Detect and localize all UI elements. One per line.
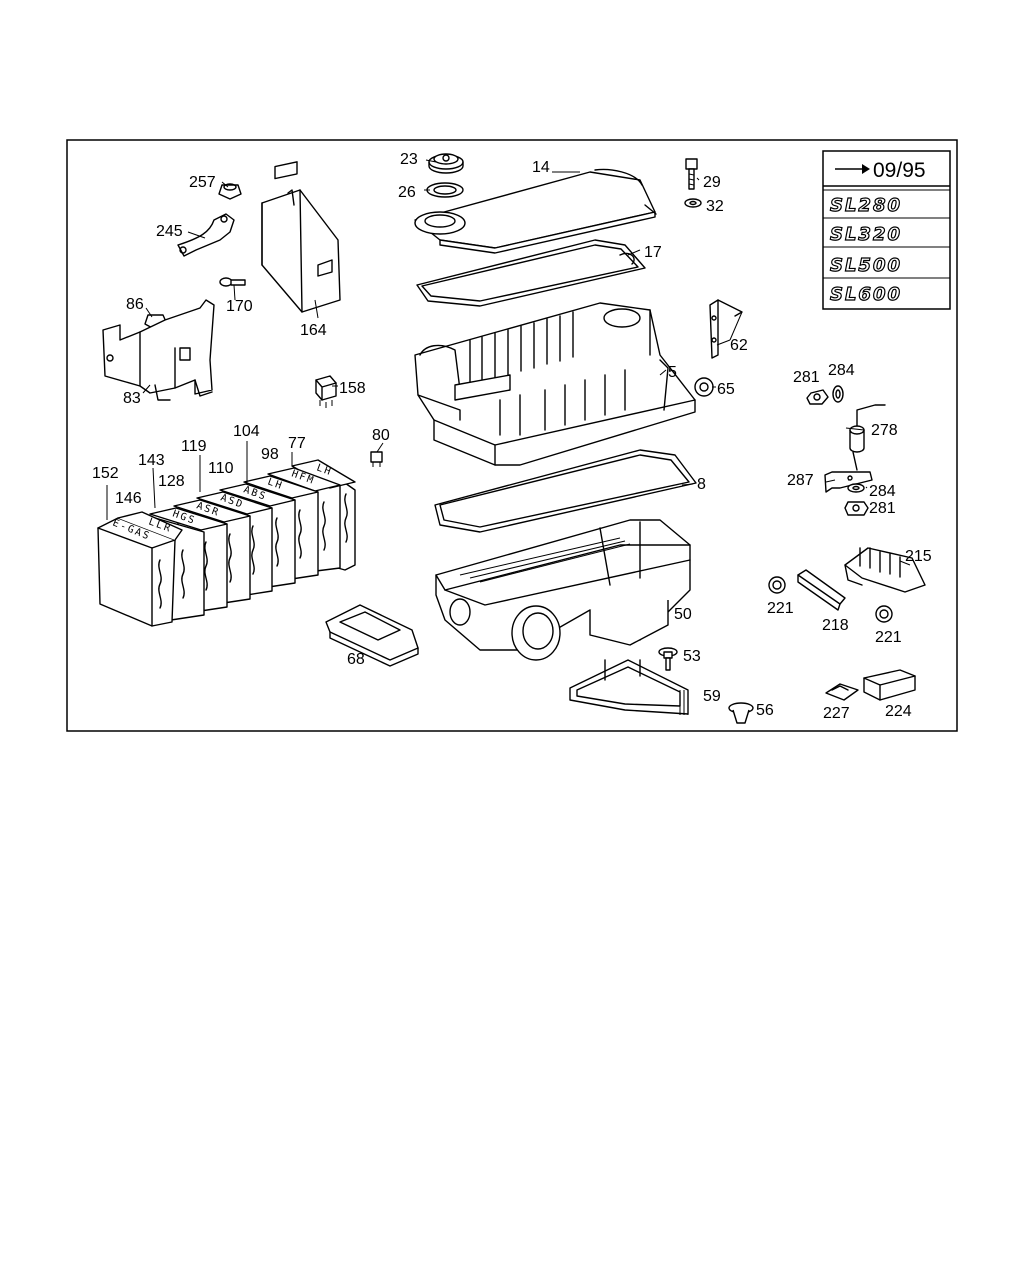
- callout-227: 227: [823, 705, 850, 722]
- module-label-lh-2: LH: [315, 462, 334, 478]
- part-8-gasket: [434, 449, 697, 533]
- part-227-clip: [825, 683, 859, 701]
- callout-23: 23: [400, 151, 418, 168]
- part-23-cap: [428, 153, 464, 174]
- callout-257: 257: [189, 174, 216, 191]
- callout-218: 218: [822, 617, 849, 634]
- part-281-nut-lower: [844, 501, 869, 516]
- callout-80: 80: [372, 427, 390, 444]
- callout-224: 224: [885, 703, 912, 720]
- part-281-nut-upper: [806, 389, 829, 405]
- callout-68: 68: [347, 651, 365, 668]
- fuse-box-upper-housing: [414, 302, 696, 466]
- callout-labels: 23 26 14 29 32 17 257 245 170 164 86 83 …: [92, 151, 932, 722]
- part-62-bracket: [709, 299, 743, 359]
- part-257-nut: [218, 183, 242, 200]
- part-14-cover: [414, 168, 657, 254]
- callout-221-right: 221: [875, 629, 902, 646]
- callout-17: 17: [644, 244, 662, 261]
- part-215-fuse-holder: [844, 547, 926, 593]
- callout-83: 83: [123, 390, 141, 407]
- part-221-nut-left: [768, 576, 786, 594]
- part-218-fuse-strip: [797, 569, 846, 611]
- legend-model-sl600: SL600: [830, 284, 902, 305]
- callout-53: 53: [683, 648, 701, 665]
- callout-215: 215: [905, 548, 932, 565]
- part-68-holder: [325, 604, 419, 667]
- callout-50: 50: [674, 606, 692, 623]
- callout-170: 170: [226, 298, 253, 315]
- part-80-plug: [370, 451, 383, 467]
- callout-104: 104: [233, 423, 260, 440]
- callout-65: 65: [717, 381, 735, 398]
- callout-29: 29: [703, 174, 721, 191]
- callout-32: 32: [706, 198, 724, 215]
- callout-143: 143: [138, 452, 165, 469]
- callout-281-lower: 281: [869, 500, 896, 517]
- legend-model-sl280: SL280: [830, 195, 902, 216]
- callout-287: 287: [787, 472, 814, 489]
- part-65-nut: [694, 377, 714, 397]
- part-278-sensor: [849, 404, 886, 471]
- part-32-washer: [684, 198, 702, 208]
- callout-128: 128: [158, 473, 185, 490]
- part-284-washer-lower: [847, 483, 865, 493]
- callout-59: 59: [703, 688, 721, 705]
- part-284-washer-upper: [832, 385, 844, 403]
- part-221-nut-right: [875, 605, 893, 623]
- part-164-control-unit: [261, 161, 341, 313]
- part-56-plug: [728, 702, 754, 724]
- callout-56: 56: [756, 702, 774, 719]
- part-50-lower-housing: [435, 519, 691, 661]
- callout-284-lower: 284: [869, 483, 896, 500]
- leader-lines: [106, 159, 911, 566]
- control-module-stack: E-GAS LLR HGS ASR ASD ABS LH HFM LH: [97, 459, 356, 627]
- part-17-gasket: [416, 239, 646, 307]
- callout-245: 245: [156, 223, 183, 240]
- callout-86: 86: [126, 296, 144, 313]
- callout-14: 14: [532, 159, 550, 176]
- part-29-bolt: [685, 158, 698, 190]
- model-legend-box: 09/95 SL280 SL320 SL500 SL600: [822, 150, 951, 310]
- callout-26: 26: [398, 184, 416, 201]
- callout-5: 5: [668, 364, 677, 381]
- callout-119: 119: [181, 438, 207, 455]
- legend-model-sl500: SL500: [830, 255, 902, 276]
- part-158-relay: [315, 375, 337, 408]
- callout-98: 98: [261, 446, 279, 463]
- part-26-ring: [426, 182, 464, 198]
- part-83-bracket: [102, 299, 215, 401]
- module-label-lh-1: LH: [266, 476, 285, 492]
- callout-110: 110: [208, 460, 234, 477]
- callout-8: 8: [697, 476, 706, 493]
- callout-62: 62: [730, 337, 748, 354]
- legend-date: 09/95: [873, 159, 926, 182]
- callout-281-upper: 281: [793, 369, 820, 386]
- diagram-frame: [66, 139, 958, 732]
- callout-77: 77: [288, 435, 306, 452]
- part-59-seal: [569, 659, 689, 715]
- callout-284-upper: 284: [828, 362, 855, 379]
- callout-152: 152: [92, 465, 119, 482]
- part-245-bracket: [177, 213, 235, 257]
- part-170-bolt: [219, 277, 246, 287]
- part-53-bolt: [658, 647, 678, 671]
- legend-model-sl320: SL320: [830, 224, 902, 245]
- part-224-connector: [863, 669, 916, 701]
- callout-278: 278: [871, 422, 898, 439]
- callout-146: 146: [115, 490, 142, 507]
- callout-221-left: 221: [767, 600, 794, 617]
- callout-158: 158: [339, 380, 366, 397]
- callout-164: 164: [300, 322, 327, 339]
